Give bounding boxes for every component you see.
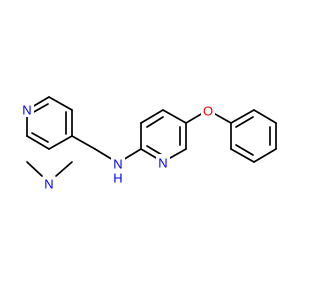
bond [48,135,73,150]
atom-n-pyrimidine-bottom: N [44,177,53,192]
bond [235,144,254,156]
molecule-structure: N N N H N O [20,96,277,192]
bond [26,161,43,177]
atom-n-pyridine: N [158,156,167,171]
bond [235,116,254,128]
bond [26,135,50,150]
bond [48,96,73,111]
bonds [26,96,277,164]
bond [71,135,96,150]
atom-o-ether: O [203,104,213,119]
bond [140,109,164,124]
bond [253,148,277,163]
bond [31,132,49,143]
bond [55,161,73,177]
bond [162,109,187,124]
bond [253,109,277,124]
atom-labels: N N N H N O [20,101,215,192]
bond [230,109,255,124]
pyrimidine-n-bonds [26,135,73,177]
bond [230,148,255,163]
atom-h-amine: H [113,171,122,186]
atom-nh: N [113,157,122,172]
bond [31,103,49,114]
atom-n-pyrimidine-top: N [22,103,31,118]
bond [146,145,163,156]
bond [146,116,164,128]
